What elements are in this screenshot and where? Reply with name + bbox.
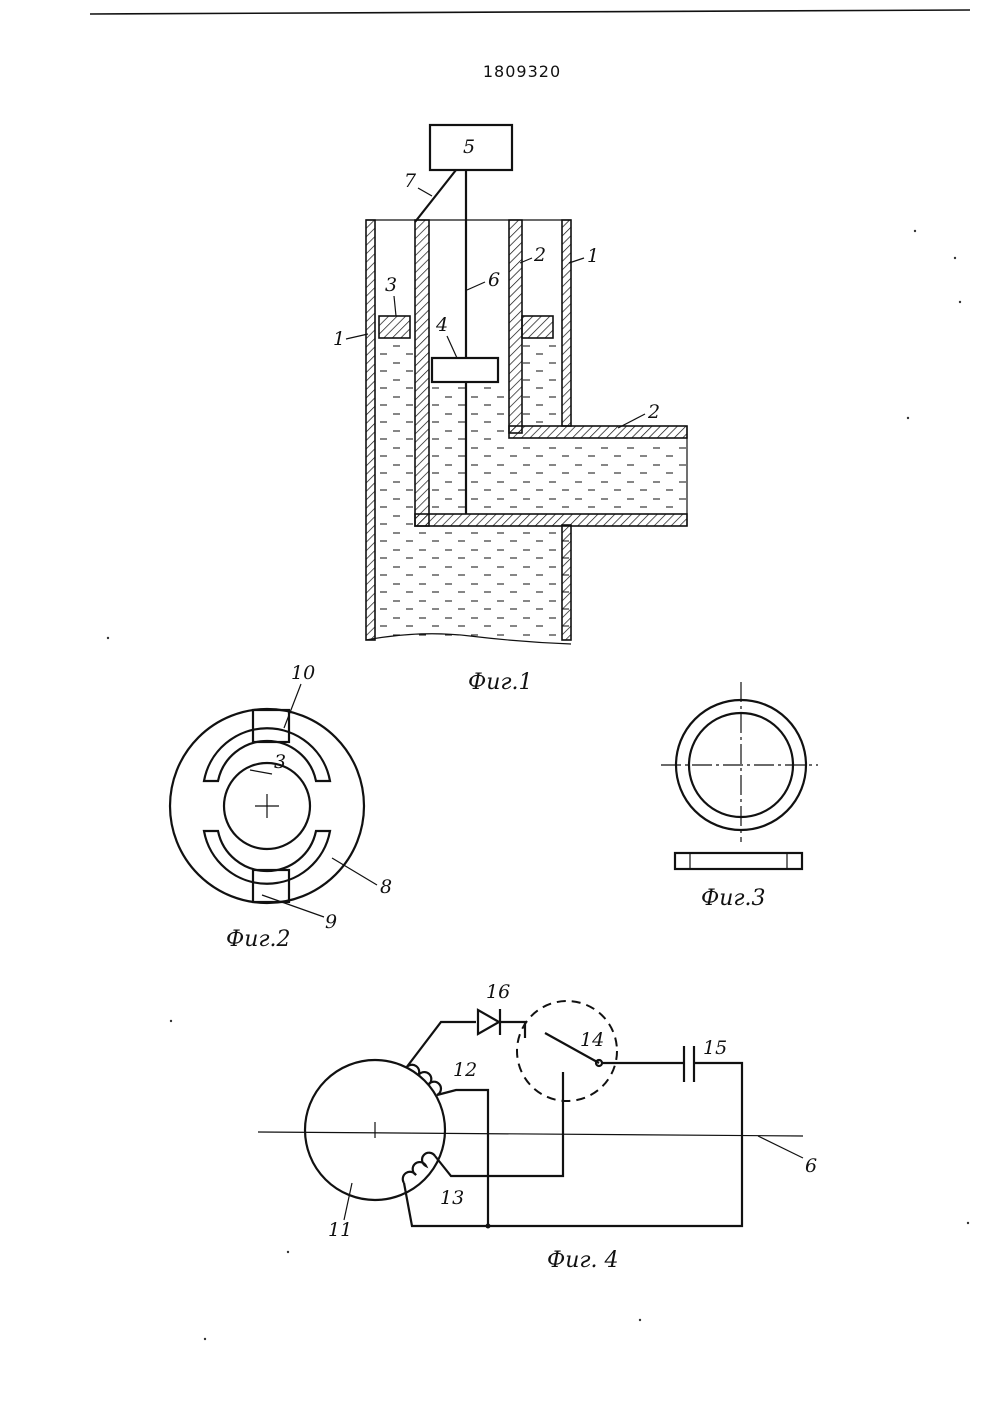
label-4: 4	[435, 314, 448, 336]
label-8: 8	[380, 876, 392, 898]
label-2-branch: 2	[647, 401, 660, 423]
relay-14	[517, 1001, 617, 1101]
liquid-outer-left	[375, 338, 415, 640]
wire-coil13	[435, 1156, 490, 1176]
liquid-inner	[429, 383, 509, 514]
outer-pipe-right-wall-upper	[562, 220, 571, 426]
label-16: 16	[486, 981, 510, 1003]
label-2-top: 2	[533, 244, 546, 266]
leader-1-left	[346, 334, 368, 339]
ring-side-view	[675, 853, 802, 869]
wire-7	[415, 170, 456, 222]
label-5: 5	[463, 136, 475, 158]
figure-2: 10 3 8 9 Фиг.2	[170, 662, 392, 952]
document-number: 1809320	[483, 62, 561, 81]
inner-pipe-left-wall	[415, 220, 429, 526]
outer-pipe-right-wall-lower	[562, 525, 571, 640]
caption-fig1: Фиг.1	[468, 670, 533, 695]
junction-node	[486, 1224, 491, 1229]
label-13: 13	[440, 1187, 464, 1209]
caption-fig3: Фиг.3	[701, 886, 766, 911]
label-15: 15	[703, 1037, 727, 1059]
leader-3	[394, 296, 396, 316]
slot-9	[253, 870, 289, 902]
label-6-fig4: 6	[805, 1155, 817, 1177]
label-14: 14	[580, 1029, 604, 1051]
leader-9	[262, 895, 324, 917]
float-ring-right	[522, 316, 553, 338]
outer-pipe-left-wall	[366, 220, 375, 640]
branch-pipe-bottom-wall	[415, 514, 687, 526]
float-ring-left	[379, 316, 410, 338]
diode-16	[478, 1010, 499, 1034]
wire-capacitor-return	[488, 1063, 742, 1226]
wire-diode-to-switch	[500, 1022, 525, 1035]
label-1-left: 1	[333, 328, 345, 350]
liquid-branch	[509, 440, 687, 514]
lower-sector	[204, 831, 330, 884]
figure-4: 16 14 15 12 13 11 6 Фиг. 4	[258, 981, 817, 1273]
figure-3: Фиг.3	[661, 682, 818, 911]
leader-6-fig4	[758, 1136, 803, 1158]
caption-fig2: Фиг.2	[226, 927, 291, 952]
liquid-outer-right	[522, 338, 562, 426]
axis-line-6	[258, 1132, 803, 1136]
page-top-border	[90, 10, 970, 14]
label-9: 9	[325, 911, 337, 933]
leader-4	[447, 336, 457, 358]
label-3-fig2: 3	[274, 751, 286, 773]
label-6: 6	[488, 269, 500, 291]
leader-7	[418, 188, 432, 196]
leader-10	[284, 684, 301, 728]
coil-13	[403, 1153, 435, 1183]
label-3: 3	[385, 274, 397, 296]
slot-10	[253, 710, 289, 742]
label-1-right: 1	[587, 245, 599, 267]
leader-11	[344, 1183, 352, 1220]
leader-6	[467, 282, 485, 290]
caption-fig4: Фиг. 4	[547, 1248, 619, 1273]
leader-3-fig2	[250, 770, 272, 774]
label-11: 11	[328, 1219, 352, 1241]
label-12: 12	[453, 1059, 477, 1081]
liquid-bottom	[415, 525, 572, 640]
branch-pipe-top-wall	[509, 426, 687, 438]
body-4	[432, 358, 498, 382]
label-10: 10	[291, 662, 315, 684]
figure-1: 5 7 6 2 1 3 4 1 2 Фиг.1	[333, 125, 687, 695]
inner-pipe-right-wall	[509, 220, 522, 433]
wire-relay-to-node	[490, 1072, 563, 1176]
label-7: 7	[404, 170, 417, 192]
